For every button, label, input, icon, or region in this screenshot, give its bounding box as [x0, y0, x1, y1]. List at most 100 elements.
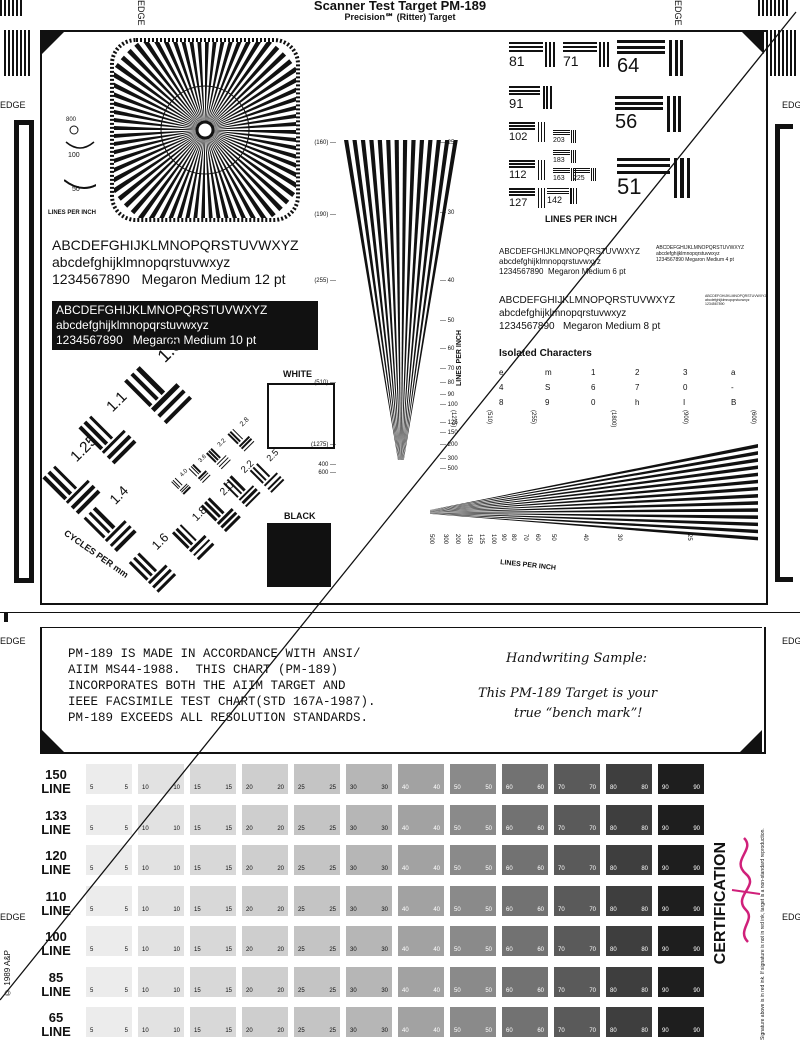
bar-target: 142: [547, 188, 577, 206]
lines-per-inch-label-vertical: LINES PER INCH: [456, 330, 463, 387]
cycles-value: 1.6: [149, 530, 172, 553]
section-divider: [0, 612, 800, 613]
wedge-tick-label: (900): [682, 410, 688, 425]
edge-label-right-3: EDGE: [782, 912, 800, 922]
wedge-tick-label: (255) —: [314, 278, 336, 284]
certification-note: Signature above is in red ink. If signat…: [760, 828, 766, 1040]
isolated-character: 1: [591, 368, 596, 377]
bar-number: 56: [615, 111, 638, 134]
bar-number: 183: [553, 157, 565, 164]
isolated-character: 9: [545, 398, 550, 407]
handwriting-line-1: Handwriting Sample:: [506, 651, 648, 666]
bar-number: 81: [509, 53, 525, 69]
isolated-character: 2: [635, 368, 640, 377]
edge-bars-right: [770, 30, 796, 76]
isolated-character: a: [731, 368, 736, 377]
font-sample-4pt: ABCDEFGHIJKLMNOPQRSTUVWXYZ abcdefghijklm…: [656, 245, 745, 263]
wedge-tick-label: — 25: [440, 140, 455, 146]
circle-targets: [64, 125, 96, 189]
edge-label-right: EDGE: [782, 100, 800, 110]
bar-target: 102: [509, 122, 546, 143]
black-label: BLACK: [284, 511, 316, 521]
corner-mark: [42, 730, 64, 752]
compliance-notice: PM-189 IS MADE IN ACCORDANCE WITH ANSI/ …: [68, 647, 376, 725]
wedge-tick-label: (255): [530, 410, 536, 425]
cycles-value: 2.8: [238, 416, 251, 429]
bar-number: 203: [553, 137, 565, 144]
edge-bar-left: [14, 120, 34, 583]
bar-number: 163: [553, 175, 565, 182]
isolated-character: 6: [591, 383, 596, 392]
circle-label-100: 100: [68, 152, 80, 159]
cycles-target: 1.6: [128, 530, 177, 593]
wedge-tick-label: (510) —: [314, 380, 336, 386]
bar-number: 112: [509, 168, 527, 181]
cycles-target: 4.0: [171, 468, 191, 495]
wedge-tick-label: — 90: [440, 392, 455, 398]
cycles-target: 3.2: [206, 437, 231, 470]
isolated-character: 8: [499, 398, 504, 407]
bar-number: 64: [617, 55, 640, 78]
font-sample-8pt: ABCDEFGHIJKLMNOPQRSTUVWXYZ abcdefghijklm…: [499, 295, 676, 332]
edge-label-right-2: EDGE: [782, 636, 800, 646]
cycles-target: 2.0: [200, 479, 241, 532]
certification-signature: [731, 837, 761, 943]
wedge-tick-label: (190) —: [314, 212, 336, 218]
wedge-tick-label: 200: [454, 534, 460, 545]
wedge-tick-label: 80: [510, 534, 516, 541]
bar-number: 142: [547, 195, 563, 206]
edge-bars-top-right: [758, 0, 788, 16]
wedge-tick-label: (600): [750, 410, 756, 425]
font-sample-2pt: ABCDEFGHIJKLMNOPQRSTUVWXYZ abcdefghijklm…: [705, 294, 767, 306]
wedge-tick-label: 40: [582, 534, 588, 541]
star-target: [110, 38, 300, 222]
bar-target: 56: [615, 96, 682, 134]
isolated-character: 7: [635, 383, 640, 392]
handwriting-line-2: This PM-189 Target is your: [478, 686, 658, 701]
bar-number: 71: [563, 53, 579, 69]
bar-target: 91: [509, 86, 553, 110]
